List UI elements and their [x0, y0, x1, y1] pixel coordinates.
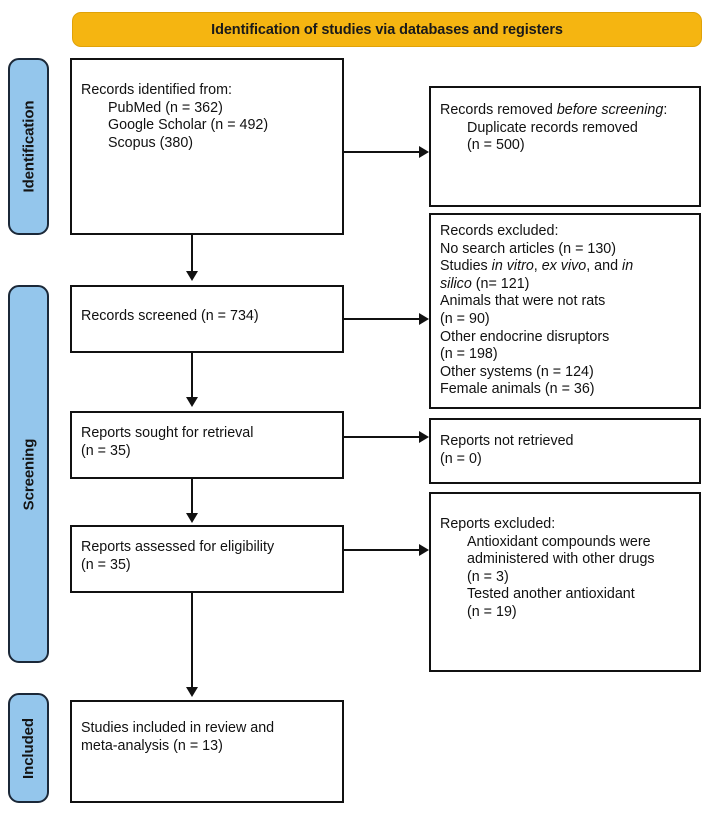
reports-not-retrieved-count: (n = 0)	[440, 450, 482, 467]
records-excluded-other-endocrine-disruptors-count: (n = 198)	[440, 346, 498, 363]
box-records-removed-before-screening: Records removed before screening: Duplic…	[429, 86, 701, 207]
records-removed-title-text: Records removed	[440, 102, 557, 118]
connector-screened-to-sought	[191, 353, 193, 399]
records-excluded-female-animals: Female animals (n = 36)	[440, 381, 595, 398]
studies-sep1: ,	[533, 258, 542, 275]
records-excluded-animals-not-rats: Animals that were not rats	[440, 293, 606, 310]
reports-sought-text: Reports sought for retrieval	[81, 425, 254, 441]
box-studies-included: Studies included in review and meta-anal…	[70, 700, 344, 803]
records-excluded-study-types-line2: silico (n= 121)	[440, 276, 690, 294]
stage-chip-screening: Screening	[8, 285, 49, 663]
box-records-excluded: Records excluded: No search articles (n …	[429, 213, 701, 409]
reports-assessed-text: Reports assessed for eligibility	[81, 539, 275, 555]
studies-italic-in-vitro: in vitro	[491, 258, 534, 275]
records-removed-title-colon: :	[663, 102, 668, 118]
reports-not-retrieved-text: Reports not retrieved	[440, 433, 574, 449]
records-excluded-animals-not-rats-count: (n = 90)	[440, 310, 490, 327]
connector-identified-to-screened	[191, 235, 193, 273]
box-reports-excluded: Reports excluded: Antioxidant compounds …	[429, 492, 701, 672]
phase-banner-identification: Identification of studies via databases …	[72, 12, 702, 47]
arrowhead-screened-to-sought	[186, 397, 198, 407]
studies-italic-in: in	[622, 258, 634, 275]
connector-sought-to-not-retrieved	[344, 436, 419, 438]
records-excluded-study-types-line1: Studies in vitro, ex vivo, and in	[440, 258, 690, 276]
records-screened-text: Records screened (n = 734)	[81, 308, 259, 324]
studies-silico-count: (n= 121)	[471, 275, 530, 292]
records-identified-title: Records identified from:	[81, 82, 232, 98]
box-records-screened: Records screened (n = 734)	[70, 285, 344, 353]
arrowhead-assessed-to-included	[186, 687, 198, 697]
connector-assessed-to-reports-excluded	[344, 549, 419, 551]
studies-prefix: Studies	[440, 258, 492, 275]
connector-identified-to-removed	[344, 151, 419, 153]
records-excluded-other-endocrine-disruptors: Other endocrine disruptors	[440, 328, 610, 345]
studies-included-line2: meta-analysis (n = 13)	[81, 737, 223, 754]
stage-chip-included: Included	[8, 693, 49, 803]
studies-included-line1: Studies included in review and	[81, 720, 275, 736]
stage-label-screening: Screening	[20, 438, 37, 510]
records-removed-item-count: (n = 500)	[467, 137, 525, 154]
records-removed-title: Records removed before screening:	[440, 102, 690, 120]
studies-italic-silico: silico	[440, 275, 472, 292]
records-removed-item-duplicates: Duplicate records removed	[467, 119, 638, 136]
arrowhead-sought-to-assessed	[186, 513, 198, 523]
reports-sought-count: (n = 35)	[81, 442, 131, 459]
records-excluded-title: Records excluded:	[440, 223, 559, 239]
reports-excluded-reason2-count: (n = 19)	[467, 603, 517, 620]
reports-excluded-title: Reports excluded:	[440, 516, 556, 532]
records-identified-source-scopus: Scopus (380)	[108, 134, 194, 151]
arrowhead-assessed-to-reports-excluded	[419, 544, 429, 556]
stage-label-included: Included	[20, 717, 37, 779]
arrowhead-identified-to-removed	[419, 146, 429, 158]
arrowhead-screened-to-excluded	[419, 313, 429, 325]
reports-excluded-reason1-count: (n = 3)	[467, 568, 509, 585]
box-reports-not-retrieved: Reports not retrieved (n = 0)	[429, 418, 701, 484]
records-removed-title-emphasis: before screening	[556, 102, 664, 118]
studies-italic-ex-vivo: ex vivo	[541, 258, 587, 275]
reports-excluded-reason1-line2: administered with other drugs	[467, 551, 655, 568]
records-identified-source-pubmed: PubMed (n = 362)	[108, 99, 223, 116]
reports-assessed-count: (n = 35)	[81, 556, 131, 573]
box-reports-sought-for-retrieval: Reports sought for retrieval (n = 35)	[70, 411, 344, 479]
records-excluded-no-search-articles: No search articles (n = 130)	[440, 240, 617, 257]
connector-screened-to-excluded	[344, 318, 419, 320]
records-identified-source-google-scholar: Google Scholar (n = 492)	[108, 117, 269, 134]
connector-assessed-to-included	[191, 593, 193, 689]
arrowhead-identified-to-screened	[186, 271, 198, 281]
box-reports-assessed-for-eligibility: Reports assessed for eligibility (n = 35…	[70, 525, 344, 593]
records-excluded-other-systems: Other systems (n = 124)	[440, 363, 594, 380]
arrowhead-sought-to-not-retrieved	[419, 431, 429, 443]
connector-sought-to-assessed	[191, 479, 193, 515]
box-records-identified: Records identified from: PubMed (n = 362…	[70, 58, 344, 235]
reports-excluded-reason1-line1: Antioxidant compounds were	[467, 533, 651, 550]
stage-label-identification: Identification	[20, 100, 37, 193]
stage-chip-identification: Identification	[8, 58, 49, 235]
reports-excluded-reason2-line1: Tested another antioxidant	[467, 586, 635, 603]
studies-sep2: , and	[586, 258, 623, 275]
